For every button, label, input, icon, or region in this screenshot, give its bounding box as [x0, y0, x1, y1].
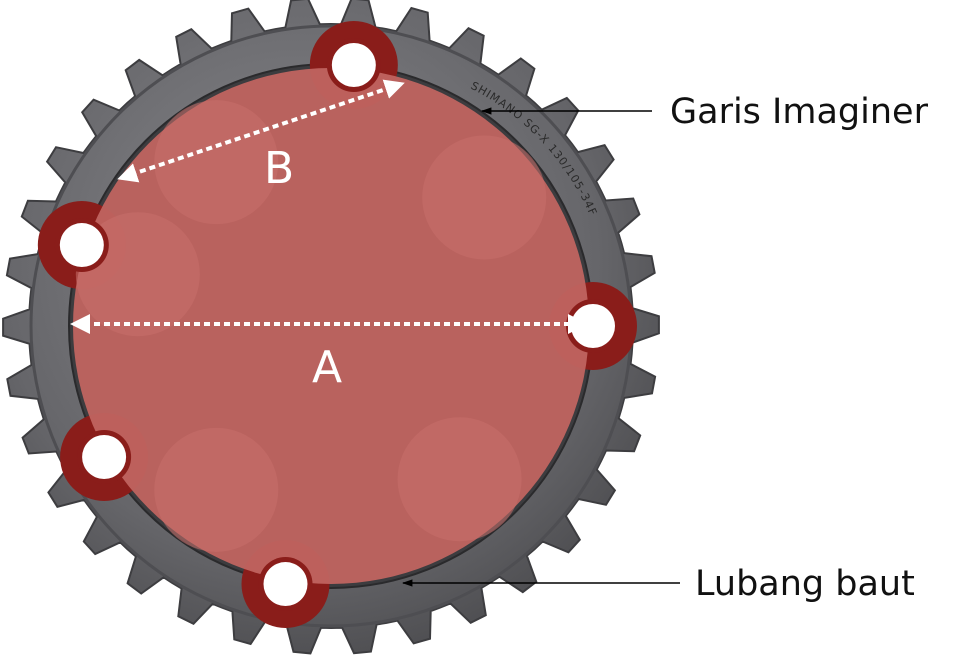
scallop [154, 427, 279, 552]
bolt-hole [331, 42, 376, 87]
label-bolt-hole: Lubang baut [695, 564, 915, 604]
scallop [422, 135, 547, 260]
bolt-hole [59, 223, 104, 268]
label-imaginary-line: Garis Imaginer [670, 92, 929, 132]
bolt-hole [263, 562, 308, 607]
bolt-hole [82, 435, 127, 479]
label-b: B [264, 143, 294, 194]
bolt-holes [54, 37, 620, 612]
label-a: A [312, 342, 342, 393]
scallop [397, 417, 522, 542]
